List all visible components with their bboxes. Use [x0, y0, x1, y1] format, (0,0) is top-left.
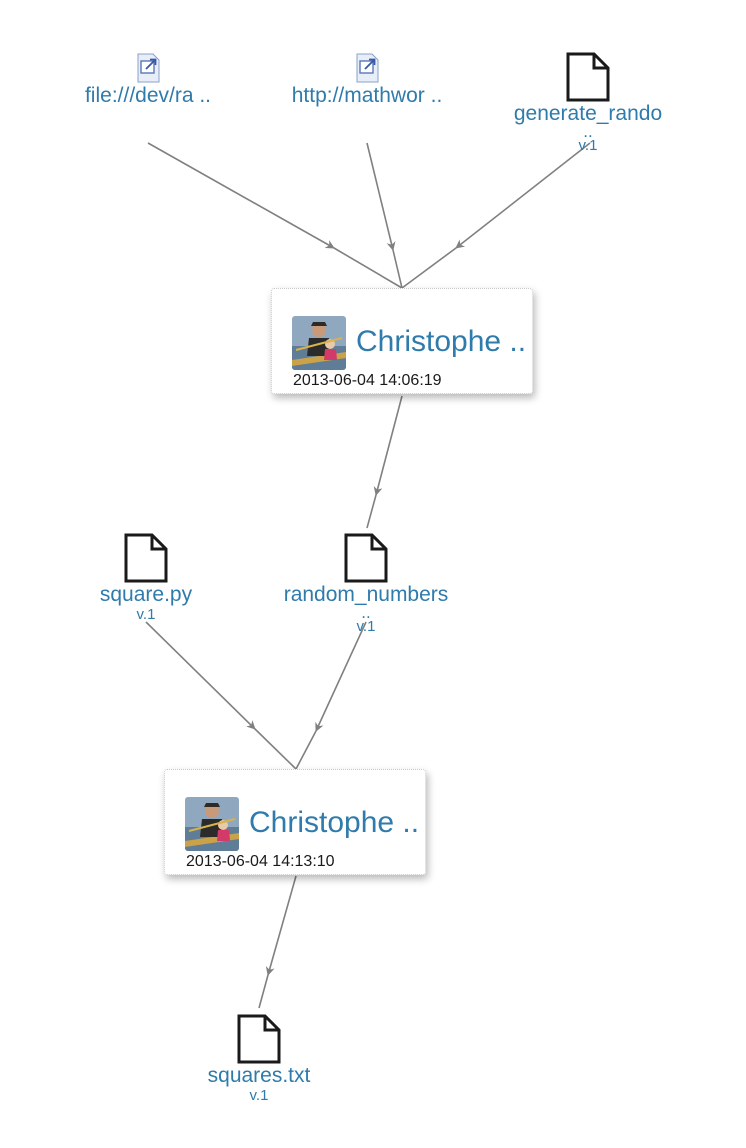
- edge-random-to-activity2-tail: [295, 730, 317, 770]
- user-photo-icon: [292, 316, 346, 370]
- node-square-py-label: square.py: [99, 583, 193, 606]
- avatar: [185, 797, 239, 851]
- edge-script-to-activity1-tail: [401, 247, 457, 289]
- file-icon: [237, 1014, 281, 1064]
- file-icon: [344, 533, 388, 583]
- avatar: [292, 316, 346, 370]
- activity-card-2[interactable]: Christophe .. 2013-06-04 14:13:10: [164, 769, 426, 875]
- external-link-icon: [137, 53, 160, 83]
- activity-user-name[interactable]: Christophe ..: [249, 806, 420, 839]
- edge-activity1-to-random-tail: [366, 494, 377, 529]
- edge-http-to-activity1: [366, 142, 396, 251]
- edge-script-to-activity1: [455, 142, 591, 249]
- node-generate-script[interactable]: generate_rando .. v.1: [488, 52, 688, 153]
- edge-http-to-activity1-tail: [392, 249, 403, 289]
- edge-random-to-activity2: [315, 621, 367, 732]
- node-squares-txt-version: v.1: [249, 1087, 269, 1104]
- edge-file-to-activity1-tail: [333, 247, 403, 289]
- node-squares-txt-label: squares.txt: [207, 1064, 311, 1087]
- node-generate-script-label: generate_rando: [513, 102, 663, 125]
- node-file-link[interactable]: file:///dev/ra ..: [48, 52, 248, 108]
- external-link-icon: [356, 53, 379, 83]
- node-generate-script-ellipsis: ..: [583, 122, 593, 141]
- node-generate-script-version: v.1: [578, 137, 598, 154]
- activity-timestamp: 2013-06-04 14:06:19: [293, 372, 442, 389]
- node-square-py[interactable]: square.py v.1: [46, 533, 246, 622]
- node-squares-txt[interactable]: squares.txt v.1: [159, 1014, 359, 1103]
- activity-card-1[interactable]: Christophe .. 2013-06-04 14:06:19: [271, 288, 533, 394]
- user-photo-icon: [185, 797, 239, 851]
- file-icon: [124, 533, 168, 583]
- activity-timestamp: 2013-06-04 14:13:10: [186, 853, 335, 870]
- node-random-numbers-version: v.1: [356, 618, 376, 635]
- node-random-numbers[interactable]: random_numbers .. v.1: [256, 533, 476, 634]
- edge-square-to-activity2-tail: [254, 728, 297, 770]
- edge-activity1-to-random: [373, 395, 403, 496]
- node-http-link[interactable]: http://mathwor ..: [267, 52, 467, 108]
- node-random-numbers-label: random_numbers: [283, 583, 449, 606]
- node-random-numbers-ellipsis: ..: [361, 603, 371, 622]
- node-file-link-label: file:///dev/ra ..: [84, 84, 212, 107]
- node-square-py-version: v.1: [136, 606, 156, 623]
- node-http-link-label: http://mathwor ..: [291, 84, 443, 107]
- edge-square-to-activity2: [145, 621, 256, 730]
- edge-file-to-activity1: [147, 142, 335, 249]
- edge-activity2-to-squares: [265, 875, 297, 976]
- file-icon: [566, 52, 610, 102]
- activity-user-name[interactable]: Christophe ..: [356, 325, 527, 358]
- edge-activity2-to-squares-tail: [258, 974, 269, 1009]
